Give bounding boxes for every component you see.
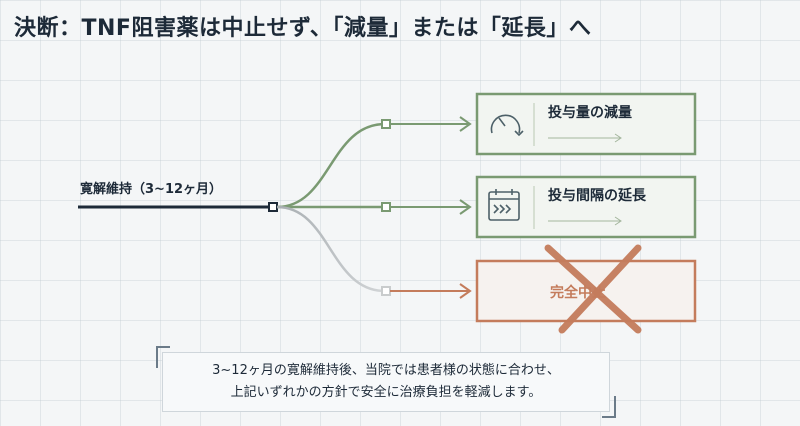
option-label-dose: 投与量の減量 bbox=[548, 105, 632, 121]
note-line-1: 3~12ヶ月の寛解維持後、当院では患者様の状態に合わせ、 bbox=[212, 363, 560, 378]
option-box-interval bbox=[475, 175, 697, 239]
branch-node-stop bbox=[381, 286, 391, 296]
branch-node-interval bbox=[381, 202, 391, 212]
option-box-dose bbox=[475, 92, 697, 156]
note-line-2: 上記いずれかの方針で安全に治療負担を軽減します。 bbox=[230, 385, 542, 400]
dose-gauge-icon bbox=[490, 114, 524, 137]
origin-label: 寛解維持（3~12ヶ月） bbox=[80, 182, 223, 197]
summary-note: 3~12ヶ月の寛解維持後、当院では患者様の状態に合わせ、 上記いずれかの方針で安… bbox=[156, 346, 616, 418]
calendar-forward-icon bbox=[488, 189, 520, 221]
bracket-corner-top-left bbox=[156, 346, 170, 368]
branch-node-dose bbox=[381, 119, 391, 129]
option-label-stop: 完全中止 bbox=[550, 285, 606, 301]
bracket-corner-bottom-right bbox=[602, 396, 616, 418]
branch-line-dose bbox=[276, 122, 386, 209]
option-label-interval: 投与間隔の延長 bbox=[548, 188, 646, 204]
page-title: 決断：TNF阻害薬は中止せず、「減量」または「延長」へ bbox=[14, 16, 592, 41]
branch-line-stop bbox=[276, 205, 386, 293]
origin-node bbox=[268, 202, 278, 212]
